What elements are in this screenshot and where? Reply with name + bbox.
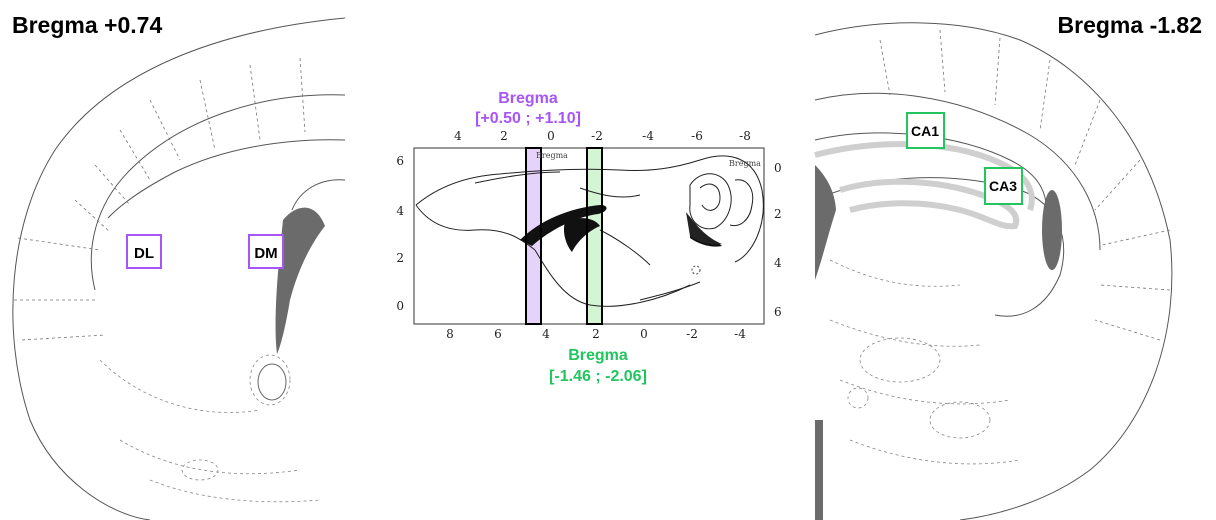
top-tick: -2 (591, 129, 603, 143)
top-tick: -8 (739, 129, 751, 143)
left-small-oval (258, 364, 286, 400)
top-tick: 0 (547, 129, 555, 143)
right-lateral-ventricle (1042, 190, 1062, 270)
dm-region-box: DM (249, 235, 283, 268)
bottom-bregma-label: Bregma (568, 347, 628, 364)
inner-bregma-label-right: Bregma (729, 159, 761, 168)
dm-label: DM (254, 245, 277, 262)
bottom-tick: -2 (686, 327, 698, 341)
cerebellum-folia (690, 174, 753, 229)
left-corpus-callosum (108, 140, 345, 218)
top-tick: 4 (454, 129, 462, 143)
left-cortex-radial-lines (14, 58, 305, 340)
right-coronal-section (815, 23, 1172, 520)
dl-region-box: DL (127, 235, 161, 268)
right-tick: 0 (774, 161, 782, 175)
left-lateral-ventricle (276, 208, 325, 354)
inner-bregma-label: Bregma (536, 151, 568, 160)
bottom-tick: 2 (592, 327, 600, 341)
ca3-region-box: CA3 (985, 168, 1022, 204)
top-bregma-label: Bregma (498, 90, 558, 107)
bottom-bregma-range: [-1.46 ; -2.06] (549, 368, 647, 385)
right-left-edge-dark (815, 420, 823, 520)
top-tick: -4 (642, 129, 654, 143)
center-sagittal-atlas: Bregma [+0.50 ; +1.10] (396, 90, 782, 385)
right-axis: 0 2 4 6 (774, 161, 782, 319)
ca3-label: CA3 (989, 178, 1017, 194)
bottom-tick: 0 (640, 327, 648, 341)
left-axis: 6 4 2 0 (396, 154, 404, 313)
ca1-region-box: CA1 (907, 113, 944, 148)
left-striatum-dashes (100, 355, 320, 502)
bottom-tick: 6 (494, 327, 502, 341)
left-tick: 2 (396, 251, 404, 265)
right-outer-contour (815, 23, 1172, 520)
top-tick: -6 (691, 129, 703, 143)
top-tick: 2 (500, 129, 508, 143)
left-tick: 0 (396, 299, 404, 313)
bottom-axis: 8 6 4 2 0 -2 -4 (446, 327, 746, 341)
small-dashed-circle (692, 266, 700, 274)
right-hippocampus-outer (815, 178, 1064, 317)
right-tick: 6 (774, 305, 782, 319)
right-ventricle-left-edge (815, 165, 836, 280)
dl-label: DL (134, 245, 154, 262)
left-tick: 4 (396, 204, 404, 218)
green-band (587, 148, 602, 324)
bottom-tick: 8 (446, 327, 454, 341)
left-ventricle-edge (292, 180, 345, 210)
top-bregma-range: [+0.50 ; +1.10] (475, 110, 581, 127)
bottom-tick: -4 (734, 327, 746, 341)
left-tick: 6 (396, 154, 404, 168)
ca1-label: CA1 (911, 123, 939, 139)
right-thalamus-dashes (830, 260, 1020, 464)
right-tick: 2 (774, 207, 782, 221)
bottom-tick: 4 (542, 327, 550, 341)
right-tick: 4 (774, 256, 782, 270)
top-axis: 4 2 0 -2 -4 -6 -8 (454, 129, 751, 143)
